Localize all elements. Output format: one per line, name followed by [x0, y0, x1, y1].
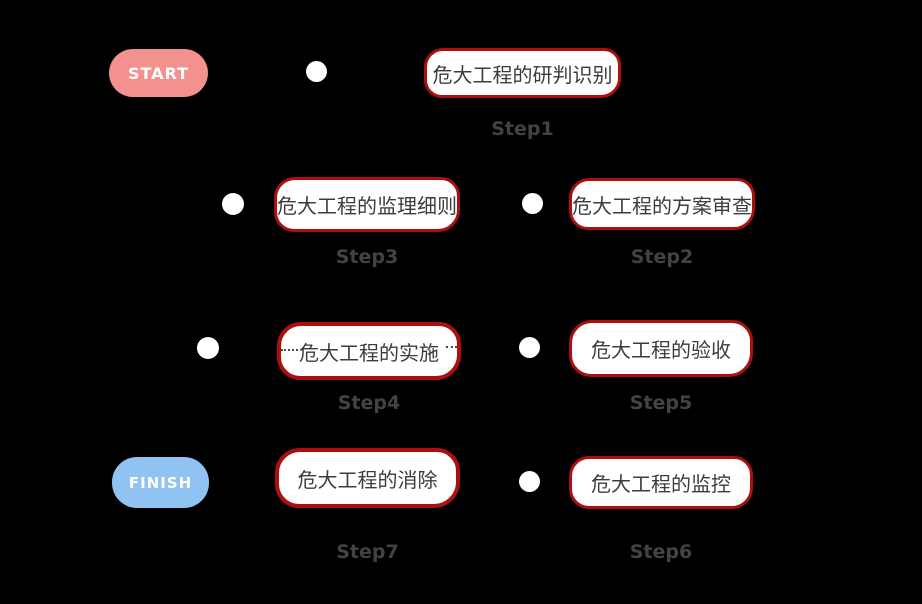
step4-title: 危大工程的实施	[299, 340, 439, 365]
step4-box: 危大工程的实施	[277, 322, 461, 380]
step7-box: 危大工程的消除	[275, 448, 460, 508]
dashed-connector-stub	[281, 349, 298, 351]
step2-title: 危大工程的方案审查	[572, 193, 752, 218]
step7-title: 危大工程的消除	[297, 467, 438, 492]
step1-title: 危大工程的研判识别	[432, 62, 613, 87]
step6-box: 危大工程的监控	[569, 456, 753, 509]
connector-dot-icon	[306, 61, 327, 82]
step1-label: Step1	[491, 118, 554, 140]
step6-title: 危大工程的监控	[591, 472, 731, 496]
connector-dot-icon	[522, 193, 543, 214]
dashed-connector-stub	[446, 346, 457, 348]
step3-label: Step3	[335, 246, 399, 268]
connector-dot-icon	[519, 471, 540, 492]
step4-label: Step4	[337, 392, 401, 414]
step5-box: 危大工程的验收	[569, 320, 753, 377]
connector-dot-icon	[197, 337, 219, 359]
finish-terminal: FINISH	[112, 457, 209, 508]
connector-dot-icon	[222, 193, 244, 215]
step5-title: 危大工程的验收	[591, 338, 731, 362]
step1-box: 危大工程的研判识别	[424, 48, 621, 98]
step6-label: Step6	[629, 541, 693, 563]
step5-label: Step5	[629, 392, 693, 414]
step2-label: Step2	[630, 246, 694, 268]
step7-label: Step7	[336, 541, 399, 563]
step3-title: 危大工程的监理细则	[277, 194, 457, 218]
start-terminal: START	[109, 49, 208, 97]
step3-box: 危大工程的监理细则	[274, 177, 460, 232]
connector-dot-icon	[519, 337, 540, 358]
step2-box: 危大工程的方案审查	[569, 178, 755, 230]
